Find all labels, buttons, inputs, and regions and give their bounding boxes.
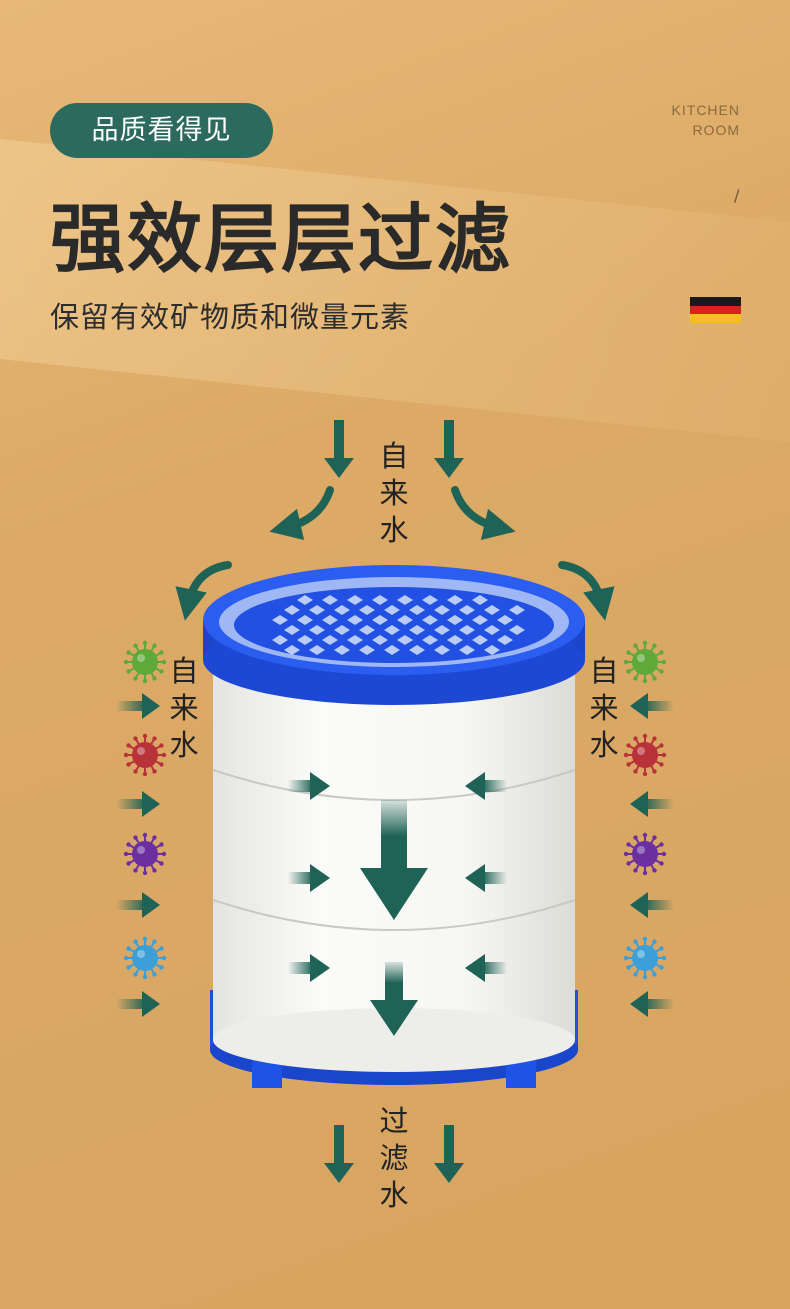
page-title: 强效层层过滤: [50, 195, 513, 283]
cap-hole: [334, 625, 350, 635]
cap-hole: [347, 615, 363, 625]
cap-hole: [297, 615, 313, 625]
virus-blue-icon: [123, 936, 167, 980]
cap-hole: [309, 625, 325, 635]
cap-hole: [459, 605, 475, 615]
cap-hole: [384, 645, 400, 655]
cap-hole: [322, 635, 338, 645]
cap-hole: [409, 625, 425, 635]
cap-hole: [359, 605, 375, 615]
cap-hole: [284, 645, 300, 655]
side-arrow-left: [116, 991, 160, 1017]
brand-text: KITCHEN ROOM: [672, 100, 740, 140]
cap-hole: [459, 645, 475, 655]
cap-hole: [409, 605, 425, 615]
cap-hole: [397, 615, 413, 625]
cap-hole: [434, 625, 450, 635]
cap-hole: [472, 615, 488, 625]
brand-line-2: ROOM: [692, 122, 740, 138]
cap-holes: [272, 595, 525, 655]
cap-hole: [397, 635, 413, 645]
slash-mark: /: [734, 186, 740, 205]
cap-hole: [272, 635, 288, 645]
cap-hole: [272, 615, 288, 625]
cap-hole: [309, 645, 325, 655]
cap-hole: [459, 625, 475, 635]
cap-hole: [309, 605, 325, 615]
side-arrow-right: [630, 791, 674, 817]
inflow-arrows-top: [324, 420, 464, 478]
cap-hole: [322, 615, 338, 625]
contaminant-icons: [123, 640, 667, 980]
virus-purple-icon: [623, 832, 667, 876]
cap-hole: [447, 615, 463, 625]
label-tap-water-right: 自来水: [589, 654, 619, 762]
cap-hole: [484, 625, 500, 635]
cap-hole: [434, 605, 450, 615]
virus-red-icon: [123, 733, 167, 777]
page-subtitle: 保留有效矿物质和微量元素: [50, 300, 411, 334]
cap-hole: [334, 605, 350, 615]
cap-hole: [334, 645, 350, 655]
virus-green-icon: [623, 640, 667, 684]
cap-hole: [297, 635, 313, 645]
cap-hole: [284, 625, 300, 635]
cap-hole: [497, 615, 513, 625]
outflow-arrows-bottom: [324, 1125, 464, 1183]
virus-blue-icon: [623, 936, 667, 980]
cap-hole: [422, 595, 438, 605]
cap-hole: [372, 635, 388, 645]
brand-line-1: KITCHEN: [671, 102, 740, 118]
cap-hole: [372, 595, 388, 605]
side-arrow-right: [630, 991, 674, 1017]
cap-hole: [384, 625, 400, 635]
cap-hole: [347, 635, 363, 645]
side-inflow-arrows: [116, 693, 674, 1017]
cap-hole: [384, 605, 400, 615]
side-arrow-left: [116, 791, 160, 817]
cap-hole: [284, 605, 300, 615]
cap-hole: [359, 625, 375, 635]
cap-hole: [447, 635, 463, 645]
label-filtered-water: 过滤水: [379, 1104, 409, 1212]
virus-purple-icon: [123, 832, 167, 876]
cap-hole: [497, 635, 513, 645]
cap-hole: [472, 635, 488, 645]
quality-badge: 品质看得见: [50, 103, 273, 158]
cap-hole: [359, 645, 375, 655]
label-tap-water-left: 自来水: [169, 654, 199, 762]
curved-inflow-arrows: [175, 486, 615, 621]
cap-hole: [447, 595, 463, 605]
germany-flag-icon: [690, 297, 741, 323]
side-arrow-left: [116, 693, 160, 719]
cap-hole: [434, 645, 450, 655]
cap-hole: [509, 605, 525, 615]
cap-hole: [372, 615, 388, 625]
label-tap-water-top: 自来水: [379, 439, 409, 547]
cap-hole: [422, 635, 438, 645]
side-arrow-left: [116, 892, 160, 918]
side-arrow-right: [630, 693, 674, 719]
internal-arrows: [288, 772, 507, 1036]
cap-hole: [472, 595, 488, 605]
cap-hole: [297, 595, 313, 605]
cap-hole: [484, 645, 500, 655]
cap-hole: [397, 595, 413, 605]
cap-hole: [509, 625, 525, 635]
virus-green-icon: [123, 640, 167, 684]
cap-hole: [322, 595, 338, 605]
cap-hole: [409, 645, 425, 655]
cap-hole: [347, 595, 363, 605]
virus-red-icon: [623, 733, 667, 777]
cap-hole: [422, 615, 438, 625]
cap-hole: [484, 605, 500, 615]
side-arrow-right: [630, 892, 674, 918]
